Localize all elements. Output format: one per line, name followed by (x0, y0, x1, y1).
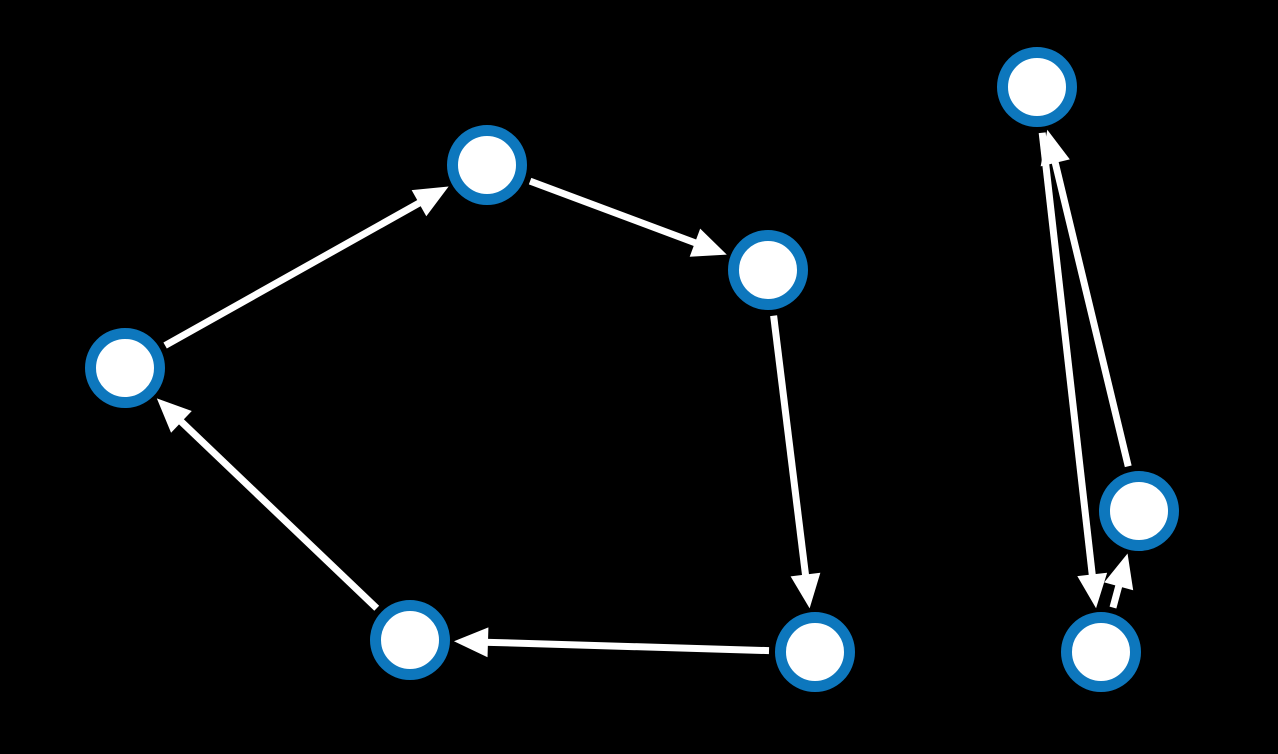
arrowhead-icon (453, 627, 489, 658)
graph-node[interactable] (728, 230, 808, 310)
node-layer (85, 47, 1179, 692)
graph-node[interactable] (1099, 471, 1179, 551)
graph-edge[interactable] (483, 638, 770, 655)
graph-node[interactable] (997, 47, 1077, 127)
arrowhead-icon (1040, 129, 1070, 167)
graph-node[interactable] (85, 328, 165, 408)
graph-edge[interactable] (1050, 158, 1132, 468)
arrowhead-icon (790, 572, 821, 609)
graph-edge[interactable] (1109, 581, 1124, 609)
arrowhead-icon (689, 228, 727, 257)
graph-node[interactable] (447, 125, 527, 205)
graph-node[interactable] (370, 600, 450, 680)
arrowhead-icon (156, 398, 192, 433)
edge-layer (156, 129, 1134, 658)
graph-node[interactable] (1061, 612, 1141, 692)
graph-edge[interactable] (528, 177, 700, 248)
graph-node[interactable] (775, 612, 855, 692)
arrowhead-icon (1104, 553, 1134, 591)
graph-edge[interactable] (163, 198, 425, 349)
arrowhead-icon (411, 186, 449, 217)
graph-edge[interactable] (176, 416, 380, 611)
arrowhead-icon (1077, 572, 1108, 609)
graph-edge[interactable] (770, 315, 810, 579)
graph-edge[interactable] (1038, 132, 1097, 579)
